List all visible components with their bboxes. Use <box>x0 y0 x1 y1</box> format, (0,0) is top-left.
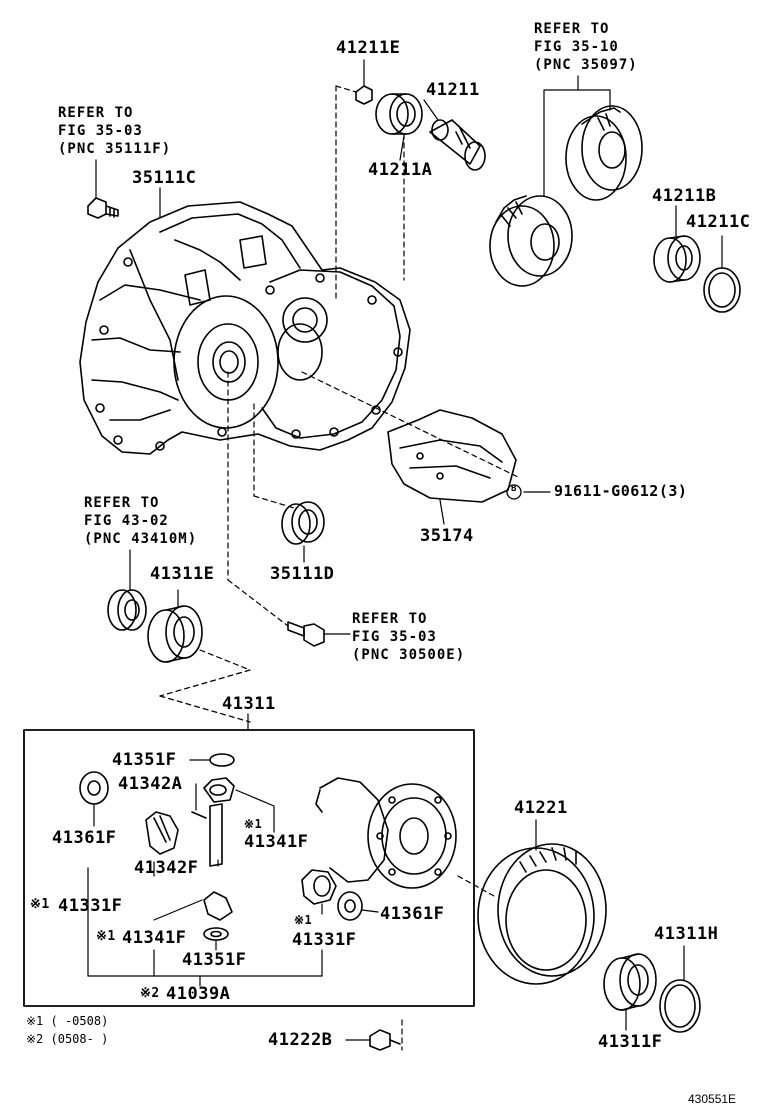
snap-ring-icon <box>659 979 701 1033</box>
part-label-41311H: 41311H <box>654 924 719 944</box>
bearing-icon <box>603 953 657 1011</box>
transaxle-housing <box>79 201 411 455</box>
b-circle-icon <box>506 484 522 500</box>
footnote-2: ※2 (0508- ) <box>26 1032 109 1046</box>
part-label-41361F: 41361F <box>380 904 445 924</box>
pin-icon <box>191 811 207 819</box>
mark-2: ※2 <box>140 986 160 1001</box>
assembly-lines <box>159 85 521 1051</box>
part-label-41341F: 41341F <box>244 832 309 852</box>
pinion-shaft-icon <box>209 803 223 867</box>
bolt-icon <box>87 197 119 219</box>
part-label-41311E: 41311E <box>150 564 215 584</box>
part-label-41342F: 41342F <box>134 858 199 878</box>
snap-ring-icon <box>703 267 741 313</box>
oil-seal-icon <box>281 501 325 545</box>
oil-seal-icon <box>107 589 147 631</box>
bearing-icon <box>147 605 203 663</box>
leader-lines <box>87 59 723 1041</box>
mark-1: ※1 <box>244 817 263 831</box>
part-label-41342A: 41342A <box>118 774 183 794</box>
differential-case-icon <box>315 777 457 889</box>
part-label-41039A: 41039A <box>166 984 231 1004</box>
side-gear-icon <box>145 811 179 855</box>
plug-icon <box>355 85 373 105</box>
bolt-icon <box>369 1029 401 1051</box>
part-label-41222B: 41222B <box>268 1030 333 1050</box>
part-label-41211E: 41211E <box>336 38 401 58</box>
washer-icon <box>203 927 229 941</box>
gear-icon <box>489 195 573 287</box>
part-label-41351F: 41351F <box>182 950 247 970</box>
part-label-41211C: 41211C <box>686 212 751 232</box>
part-label-35111D: 35111D <box>270 564 335 584</box>
part-label-41211A: 41211A <box>368 160 433 180</box>
pinion-gear-icon <box>203 891 233 921</box>
part-label-41361F: 41361F <box>52 828 117 848</box>
part-label-41221: 41221 <box>514 798 568 818</box>
cover-plate-icon <box>387 409 517 503</box>
part-label-91611-G0612: 91611-G0612(3) <box>554 482 688 500</box>
part-label-35174: 35174 <box>420 526 474 546</box>
footnote-1: ※1 ( -0508) <box>26 1014 109 1028</box>
part-label-41351F: 41351F <box>112 750 177 770</box>
mark-1: ※1 <box>30 897 50 912</box>
differential-kit-box <box>23 729 475 1007</box>
b-circle-label: B <box>511 484 517 494</box>
bolt-icon <box>287 621 325 647</box>
mark-1: ※1 <box>96 929 116 944</box>
pinion-gear-icon <box>203 777 235 803</box>
bearing-icon <box>375 93 423 135</box>
part-label-41341F: 41341F <box>122 928 187 948</box>
gear-shaft-icon <box>429 119 486 171</box>
washer-icon <box>337 891 363 921</box>
part-label-41311: 41311 <box>222 694 276 714</box>
side-gear-icon <box>301 869 337 905</box>
part-label-41331F: 41331F <box>58 896 123 916</box>
washer-icon <box>209 753 235 767</box>
ring-gear-icon <box>477 843 607 985</box>
bearing-icon <box>653 235 701 283</box>
part-label-41311F: 41311F <box>598 1032 663 1052</box>
part-label-41211B: 41211B <box>652 186 717 206</box>
part-label-35111C: 35111C <box>132 168 197 188</box>
mark-1: ※1 <box>294 913 313 927</box>
part-label-41331F: 41331F <box>292 930 357 950</box>
gear-icon <box>565 105 643 201</box>
figure-code: 430551E <box>688 1092 737 1106</box>
part-label-41211: 41211 <box>426 80 480 100</box>
washer-icon <box>79 771 109 805</box>
